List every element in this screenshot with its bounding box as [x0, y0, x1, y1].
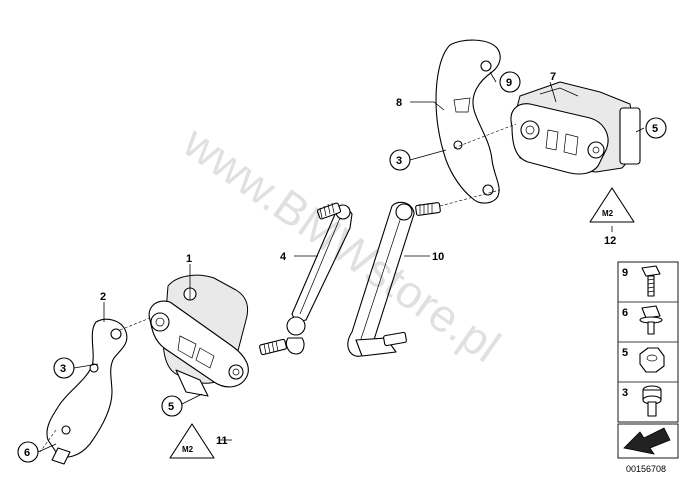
callout-7: 7 — [550, 71, 556, 83]
hex-bolt-icon — [641, 265, 661, 297]
callout-9: 9 — [506, 77, 512, 89]
callout-1: 1 — [186, 253, 192, 265]
svg-text:M2: M2 — [602, 209, 614, 218]
legend-row-3: 3 — [622, 385, 662, 417]
sensor-part-1 — [148, 274, 249, 397]
callout-12: 12 — [604, 235, 616, 247]
warning-triangle-11: M2 — [169, 423, 215, 459]
callout-circle-3-right — [389, 149, 411, 171]
bracket-part-2 — [46, 318, 128, 465]
hardware-legend: 9 6 5 3 — [617, 261, 679, 459]
callout-circle-3-left — [53, 357, 75, 379]
callout-11: 11 — [216, 435, 228, 447]
callout-2: 2 — [100, 291, 106, 303]
callout-5-left: 5 — [168, 401, 174, 413]
legend-num-6: 6 — [622, 307, 628, 319]
legend-row-6: 6 — [622, 305, 663, 335]
legend-row-9: 9 — [622, 265, 661, 297]
flange-bolt-icon — [639, 305, 663, 335]
callout-6: 6 — [24, 447, 30, 459]
callout-circle-5-right — [645, 117, 667, 139]
callout-3-left: 3 — [60, 363, 66, 375]
callout-10: 10 — [432, 251, 444, 263]
coupling-rod-part-10 — [347, 201, 441, 357]
coupling-rod-part-4 — [259, 202, 353, 356]
callout-circle-5-left — [161, 395, 183, 417]
callout-circle-6 — [17, 441, 39, 463]
callout-circle-9 — [499, 71, 521, 93]
legend-num-5: 5 — [622, 347, 628, 359]
legend-num-3: 3 — [622, 387, 628, 399]
legend-row-5: 5 — [622, 347, 665, 373]
callout-8: 8 — [396, 97, 402, 109]
callout-5-right: 5 — [652, 123, 658, 135]
socket-screw-icon — [642, 385, 662, 417]
callout-3-right: 3 — [396, 155, 402, 167]
legend-num-9: 9 — [622, 267, 628, 279]
warning-triangle-12: M2 — [589, 187, 635, 223]
orientation-arrow-icon — [623, 427, 671, 455]
bracket-part-8 — [435, 39, 501, 204]
sensor-part-7 — [510, 81, 641, 175]
callout-4: 4 — [280, 251, 287, 263]
hex-nut-icon — [639, 347, 665, 373]
diagram-id: 00156708 — [626, 464, 666, 474]
svg-text:M2: M2 — [182, 445, 194, 454]
